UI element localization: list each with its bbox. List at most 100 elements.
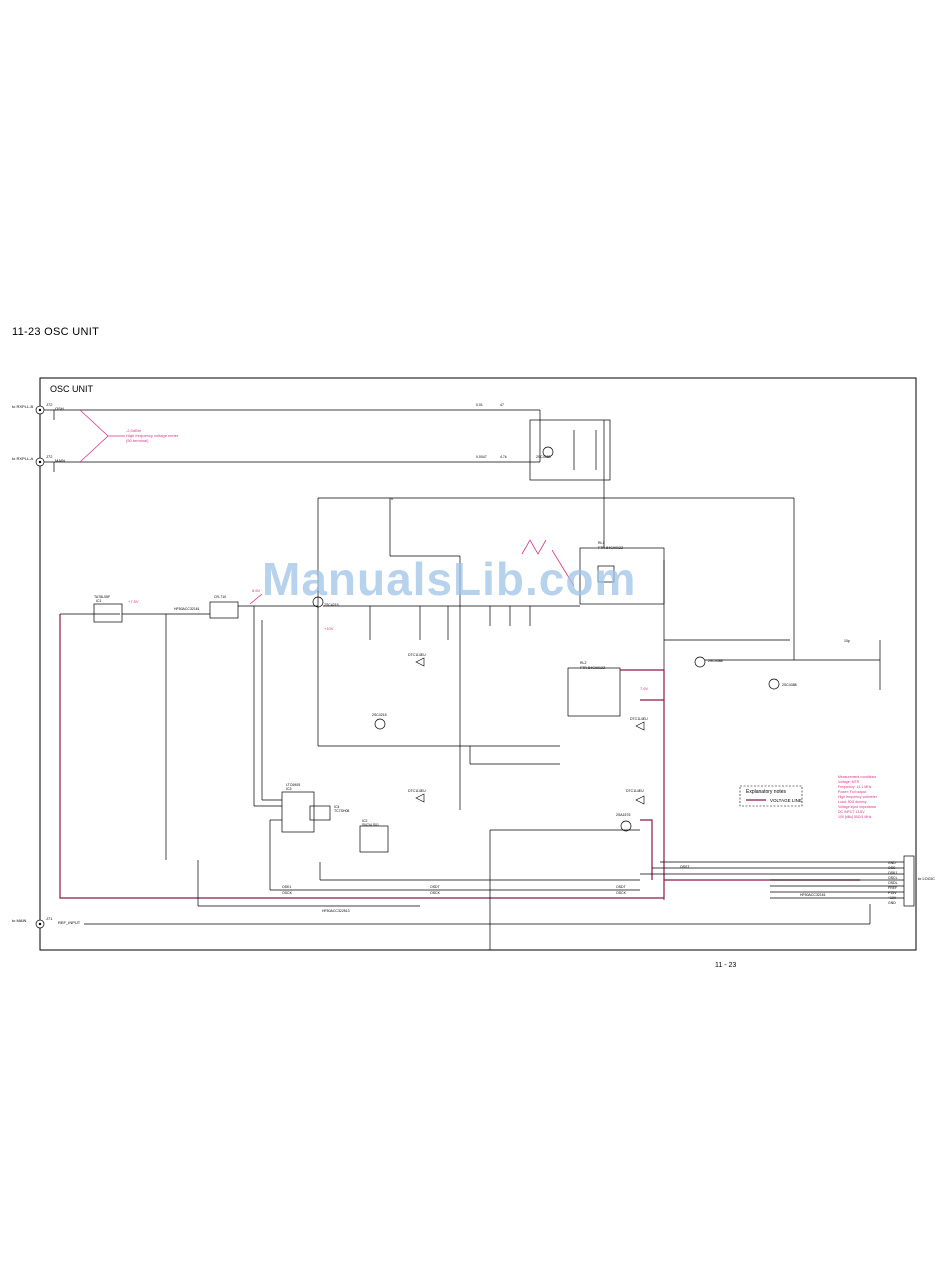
- svg-text:OSH: OSH: [55, 406, 64, 411]
- relay-rl1: [579, 547, 665, 605]
- svg-text:CR-710: CR-710: [214, 595, 226, 599]
- svg-text:Voltage: MTR: Voltage: MTR: [838, 780, 860, 784]
- svg-text:2SC4388: 2SC4388: [536, 455, 551, 459]
- svg-text:DTC114EU: DTC114EU: [408, 653, 426, 657]
- svg-text:10p: 10p: [844, 639, 850, 643]
- transistor-q73: [635, 721, 645, 731]
- transistor-q102: [620, 820, 632, 832]
- svg-text:2SC4388: 2SC4388: [782, 683, 797, 687]
- svg-text:2SA1576: 2SA1576: [616, 813, 630, 817]
- transistor-q1: [542, 446, 554, 458]
- svg-text:2SC4388: 2SC4388: [708, 659, 723, 663]
- svg-text:RL2: RL2: [580, 661, 586, 665]
- ic2: [359, 825, 389, 853]
- svg-text:DTC114EU: DTC114EU: [408, 789, 426, 793]
- svg-text:GND: GND: [888, 901, 896, 905]
- svg-text:+10V: +10V: [324, 626, 334, 631]
- svg-text:5.6V: 5.6V: [252, 588, 261, 593]
- svg-text:FTR-B4CA012Z: FTR-B4CA012Z: [580, 666, 606, 670]
- port-j72-main: to RXPLL-A J72 MAIN: [12, 454, 65, 467]
- svg-text:to RXPLL-B: to RXPLL-B: [12, 404, 33, 409]
- svg-text:DTC114EU: DTC114EU: [630, 717, 648, 721]
- svg-text:REF_INPUT: REF_INPUT: [58, 920, 81, 925]
- svg-text:Load: 50Ω dummy: Load: 50Ω dummy: [838, 800, 867, 804]
- svg-text:47: 47: [500, 403, 504, 407]
- transistor-q12: [374, 718, 386, 730]
- svg-text:OSK1: OSK1: [282, 885, 291, 889]
- svg-text:HF50ACC322513: HF50ACC322513: [322, 909, 350, 913]
- svg-text:OSCK: OSCK: [282, 891, 293, 895]
- svg-text:OSDT: OSDT: [430, 885, 441, 889]
- svg-text:Measurement conditions: Measurement conditions: [838, 775, 876, 779]
- svg-text:RL1: RL1: [598, 541, 604, 545]
- svg-text:-2.0dBm: -2.0dBm: [126, 428, 142, 433]
- svg-text:J72: J72: [46, 402, 53, 407]
- svg-text:IC2: IC2: [362, 819, 368, 823]
- voltage-line-relay: [620, 669, 665, 880]
- svg-text:IC3: IC3: [286, 787, 292, 791]
- transistor-q22: [415, 657, 425, 667]
- svg-text:FREF: FREF: [888, 886, 897, 890]
- svg-text:MAIN: MAIN: [55, 458, 65, 463]
- voltage-line-main: [59, 614, 860, 899]
- svg-text:to RXPLL-A: to RXPLL-A: [12, 456, 33, 461]
- svg-text:OSDL: OSDL: [888, 881, 898, 885]
- svg-text:SN74LS01: SN74LS01: [362, 823, 379, 827]
- transistor-q41: [694, 656, 706, 668]
- svg-text:to MAIN: to MAIN: [12, 918, 27, 923]
- transistor-q101: [635, 795, 645, 805]
- svg-text:TA78L05F: TA78L05F: [94, 595, 110, 599]
- svg-text:IC1: IC1: [96, 599, 102, 603]
- svg-text:7.6V: 7.6V: [640, 686, 649, 691]
- svg-text:OSK1: OSK1: [888, 871, 897, 875]
- svg-text:0.01: 0.01: [476, 403, 483, 407]
- svg-text:2SC4215: 2SC4215: [324, 603, 339, 607]
- svg-text:OSCK: OSCK: [430, 891, 441, 895]
- svg-text:DTC114EU: DTC114EU: [626, 789, 644, 793]
- svg-text:LTC6905: LTC6905: [286, 783, 300, 787]
- svg-text:High frequency voltage meter: High frequency voltage meter: [126, 433, 179, 438]
- svg-text:Explanatory notes: Explanatory notes: [746, 789, 787, 795]
- svg-text:P15V: P15V: [888, 891, 897, 895]
- svg-text:+10V: +10V: [888, 896, 897, 900]
- connector-to-logic: to LOGIC GND OSS OSK1 OSCL OSDL FREF P15…: [888, 855, 935, 907]
- svg-text:+7.5V: +7.5V: [128, 599, 139, 604]
- level-annotation: -2.0dBm High frequency voltage meter (50…: [79, 409, 179, 463]
- legend-box: Explanatory notes VOLTAGE LINE: [739, 785, 803, 807]
- svg-text:GND: GND: [888, 861, 896, 865]
- regulator-ic1: [93, 603, 123, 623]
- transistor-q42: [768, 678, 780, 690]
- svg-text:TC7SH08: TC7SH08: [334, 809, 349, 813]
- port-j71-ref: to MAIN J71 REF_INPUT: [12, 916, 81, 929]
- measurement-notes: Measurement conditions Voltage: MTR Freq…: [838, 775, 878, 819]
- svg-text:DC INPUT 13.8V: DC INPUT 13.8V: [838, 810, 865, 814]
- svg-text:OSDT: OSDT: [616, 885, 627, 889]
- svg-text:Frequency: 14.1 MHz: Frequency: 14.1 MHz: [838, 785, 872, 789]
- svg-text:HF50ACC32161: HF50ACC32161: [174, 607, 200, 611]
- ic4: [309, 805, 331, 821]
- svg-text:0.0047: 0.0047: [476, 455, 487, 459]
- svg-text:VOLTAGE LINE: VOLTAGE LINE: [770, 798, 802, 803]
- diagram-title: OSC UNIT: [50, 384, 94, 394]
- diagram-frame: [39, 377, 917, 951]
- relay-rl2: [567, 667, 621, 717]
- vco-cr710: [209, 601, 239, 619]
- svg-text:OSCL: OSCL: [888, 876, 898, 880]
- svg-text:OSS: OSS: [888, 866, 896, 870]
- svg-text:to LOGIC: to LOGIC: [918, 876, 935, 881]
- svg-text:IC4: IC4: [334, 805, 340, 809]
- port-j72-osh: to RXPLL-B J72 OSH: [12, 402, 64, 415]
- page-number: 11 - 23: [715, 962, 737, 969]
- svg-text:Voltage input impedance: Voltage input impedance: [838, 805, 876, 809]
- svg-text:100 [dBu] 50Ω/1 MHz: 100 [dBu] 50Ω/1 MHz: [838, 815, 872, 819]
- svg-text:Power: Full output: Power: Full output: [838, 790, 866, 794]
- svg-text:High frequency voltmeter: High frequency voltmeter: [838, 795, 878, 799]
- svg-text:2SC4215: 2SC4215: [372, 713, 387, 717]
- svg-text:FTR-B4CA012Z: FTR-B4CA012Z: [598, 546, 624, 550]
- transistor-q32: [415, 793, 425, 803]
- svg-text:OSCK: OSCK: [616, 891, 627, 895]
- svg-text:J71: J71: [46, 916, 53, 921]
- svg-text:J72: J72: [46, 454, 53, 459]
- svg-text:(50 terminal): (50 terminal): [126, 438, 149, 443]
